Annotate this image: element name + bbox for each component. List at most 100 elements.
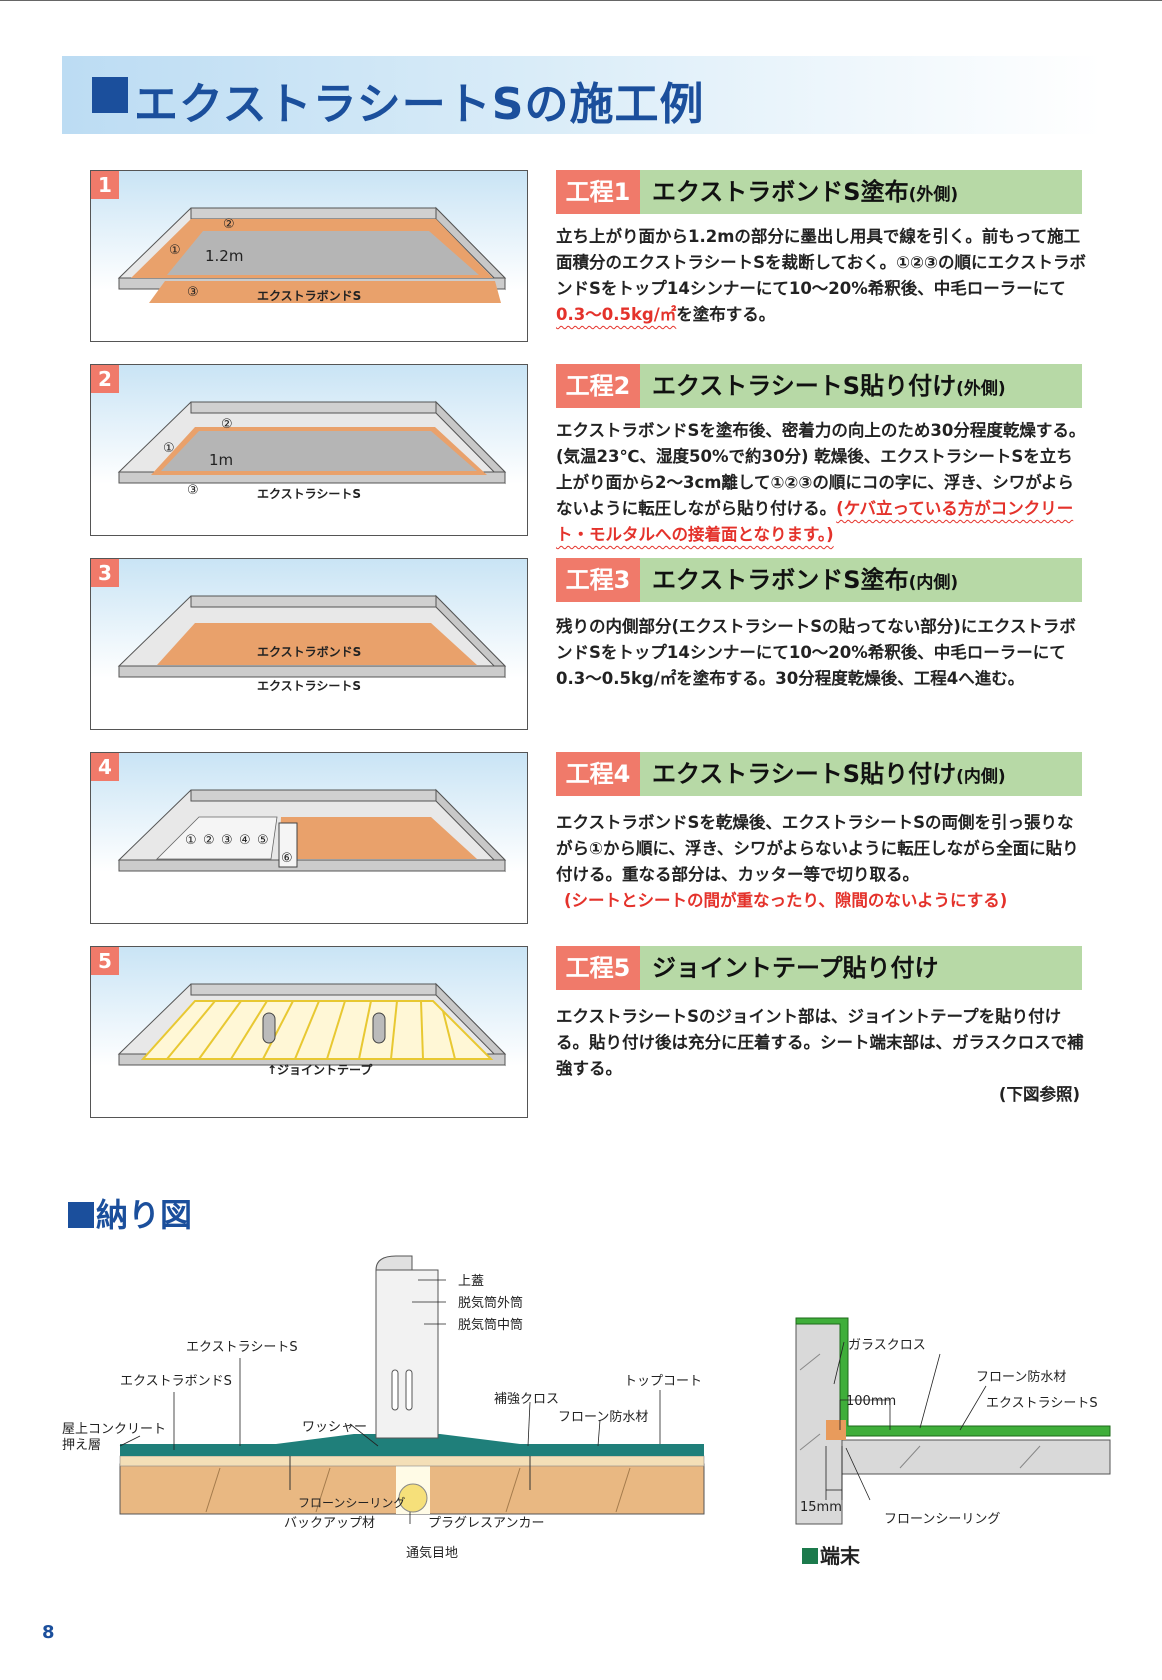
step-label: 工程2 xyxy=(556,364,640,408)
step-subtitle: (外側) xyxy=(908,185,959,205)
mark-2: ② xyxy=(203,833,215,848)
material-label-bond: エクストラボンドS xyxy=(257,645,362,659)
body-highlight: (シートとシートの間が重なったり、隙間のないようにする) xyxy=(564,891,1008,910)
mark-2: ② xyxy=(221,417,233,432)
label-sheet: エクストラシートS xyxy=(186,1340,298,1355)
step-number: 1 xyxy=(91,171,119,199)
step-number: 2 xyxy=(91,365,119,393)
mark-1: ① xyxy=(163,441,175,456)
body-text: エクストラシートSのジョイント部は、ジョイントテープを貼り付ける。貼り付け後は充… xyxy=(556,1007,1084,1078)
step5-body: エクストラシートSのジョイント部は、ジョイントテープを貼り付ける。貼り付け後は充… xyxy=(556,1004,1088,1108)
step3-illustration: 3 エクストラボンドS エクストラシートS xyxy=(90,558,528,730)
page-number: 8 xyxy=(42,1622,55,1643)
end-detail-title-text: 端末 xyxy=(820,1544,860,1568)
step-title-text: エクストラボンドS塗布 xyxy=(652,566,909,594)
label-cap: 上蓋 xyxy=(458,1274,485,1289)
step-title: エクストラボンドS塗布(外側) xyxy=(652,170,958,217)
step5-illustration: 5 ↑ジョイントテープ xyxy=(90,946,528,1118)
step-label: 工程5 xyxy=(556,946,640,990)
dimension-label: 1.2m xyxy=(205,247,244,265)
step2-illustration: 2 ② ① 1m ③ エクストラシートS xyxy=(90,364,528,536)
step-subtitle: (内側) xyxy=(956,767,1006,787)
label-waterproof-end: フローン防水材 xyxy=(976,1370,1067,1385)
label-washer: ワッシャー xyxy=(302,1420,368,1435)
step-title-text: ジョイントテープ貼り付け xyxy=(652,954,939,982)
body-text: 立ち上がり面から1.2mの部分に墨出し用具で線を引く。前もって施工面積分のエクス… xyxy=(556,227,1086,298)
end-square-icon xyxy=(802,1548,818,1564)
page-header: エクストラシートSの施工例 xyxy=(62,56,1102,134)
step-number: 5 xyxy=(91,947,119,975)
mark-4: ④ xyxy=(239,833,251,848)
step-title-text: エクストラシートS貼り付け xyxy=(652,372,957,400)
step-title-text: エクストラシートS貼り付け xyxy=(652,760,957,788)
step-title: エクストラシートS貼り付け(内側) xyxy=(652,752,1006,799)
mark-1: ① xyxy=(185,833,197,848)
mark-3: ③ xyxy=(187,483,199,498)
step3-body: 残りの内側部分(エクストラシートSの貼ってない部分)にエクストラボンドSをトップ… xyxy=(556,614,1088,692)
material-label: エクストラボンドS xyxy=(257,289,362,303)
page-title: エクストラシートSの施工例 xyxy=(134,79,705,130)
label-inner-tube: 脱気筒中筒 xyxy=(458,1318,524,1333)
mark-5: ⑤ xyxy=(257,833,269,848)
roof-detail-diagram xyxy=(119,1255,705,1524)
step4-body: エクストラボンドSを乾燥後、エクストラシートSの両側を引っ張りながら①から順に、… xyxy=(556,810,1088,914)
body-text-end: を塗布する。 xyxy=(676,305,776,324)
tape-label: ↑ジョイントテープ xyxy=(267,1063,373,1077)
mark-6: ⑥ xyxy=(281,851,293,866)
step-label: 工程1 xyxy=(556,170,640,214)
material-label: エクストラシートS xyxy=(257,487,362,501)
section-title: 納り図 xyxy=(68,1190,192,1236)
step4-header: 工程4 エクストラシートS貼り付け(内側) xyxy=(556,752,1082,796)
material-label-sheet: エクストラシートS xyxy=(257,679,362,693)
label-protect-layer: 押え層 xyxy=(62,1438,102,1453)
body-text: エクストラボンドSを塗布後、密着力の向上のため30分程度乾燥する。(気温23℃、… xyxy=(556,421,1086,518)
dimension-label: 1m xyxy=(209,451,234,469)
step1-illustration: 1 ② ① 1.2m ③ エクストラボンドS xyxy=(90,170,528,342)
mark-2: ② xyxy=(223,217,235,232)
step-number: 3 xyxy=(91,559,119,587)
end-detail-diagram xyxy=(795,1317,1111,1525)
step-subtitle: (内側) xyxy=(908,573,959,593)
step1-body: 立ち上がり面から1.2mの部分に墨出し用具で線を引く。前もって施工面積分のエクス… xyxy=(556,224,1088,328)
label-waterproof: フローン防水材 xyxy=(558,1410,649,1425)
step-title: ジョイントテープ貼り付け xyxy=(652,946,939,990)
title-square-icon xyxy=(92,77,128,113)
label-sheet-end: エクストラシートS xyxy=(986,1396,1098,1411)
label-concrete: 屋上コンクリート xyxy=(62,1422,167,1437)
step2-body: エクストラボンドSを塗布後、密着力の向上のため30分程度乾燥する。(気温23℃、… xyxy=(556,418,1088,548)
label-anchor: プラグレスアンカー xyxy=(428,1516,545,1531)
label-glass-cloth: ガラスクロス xyxy=(848,1338,926,1353)
body-highlight: 0.3〜0.5kg/㎡ xyxy=(556,305,677,324)
step-subtitle: (外側) xyxy=(956,379,1006,399)
end-detail-title: 端末 xyxy=(802,1540,860,1569)
label-bond: エクストラボンドS xyxy=(120,1374,232,1389)
step2-header: 工程2 エクストラシートS貼り付け(外側) xyxy=(556,364,1082,408)
label-sealing: フローンシーリング xyxy=(298,1496,406,1510)
step4-illustration: 4 ① ② ③ ④ ⑤ ⑥ xyxy=(90,752,528,924)
mark-1: ① xyxy=(169,243,181,258)
label-backup: バックアップ材 xyxy=(284,1516,376,1531)
step-title-text: エクストラボンドS塗布 xyxy=(652,178,909,206)
step1-header: 工程1 エクストラボンドS塗布(外側) xyxy=(556,170,1082,214)
label-100mm: 100mm xyxy=(846,1394,897,1409)
body-text: エクストラボンドSを乾燥後、エクストラシートSの両側を引っ張りながら①から順に、… xyxy=(556,813,1079,884)
label-outer-tube: 脱気筒外筒 xyxy=(458,1296,524,1311)
section-square-icon xyxy=(68,1202,94,1228)
step-label: 工程3 xyxy=(556,558,640,602)
body-text: 残りの内側部分(エクストラシートSの貼ってない部分)にエクストラボンドSをトップ… xyxy=(556,617,1076,688)
step-label: 工程4 xyxy=(556,752,640,796)
label-reinforce-cloth: 補強クロス xyxy=(494,1392,560,1407)
top-rule xyxy=(0,0,1162,1)
section-title-text: 納り図 xyxy=(96,1196,193,1234)
body-note: (下図参照) xyxy=(998,1085,1080,1104)
step3-header: 工程3 エクストラボンドS塗布(内側) xyxy=(556,558,1082,602)
mark-3: ③ xyxy=(187,285,199,300)
label-topcoat: トップコート xyxy=(624,1374,703,1389)
step-title: エクストラシートS貼り付け(外側) xyxy=(652,364,1006,411)
step-title: エクストラボンドS塗布(内側) xyxy=(652,558,958,605)
body-highlight: (ケバ立っている方がコンクリート・モルタルへの接着面となります。) xyxy=(556,499,1074,544)
label-sealing-end: フローンシーリング xyxy=(884,1512,1001,1527)
step5-header: 工程5 ジョイントテープ貼り付け xyxy=(556,946,1082,990)
step-number: 4 xyxy=(91,753,119,781)
label-vent-joint: 通気目地 xyxy=(406,1546,459,1561)
